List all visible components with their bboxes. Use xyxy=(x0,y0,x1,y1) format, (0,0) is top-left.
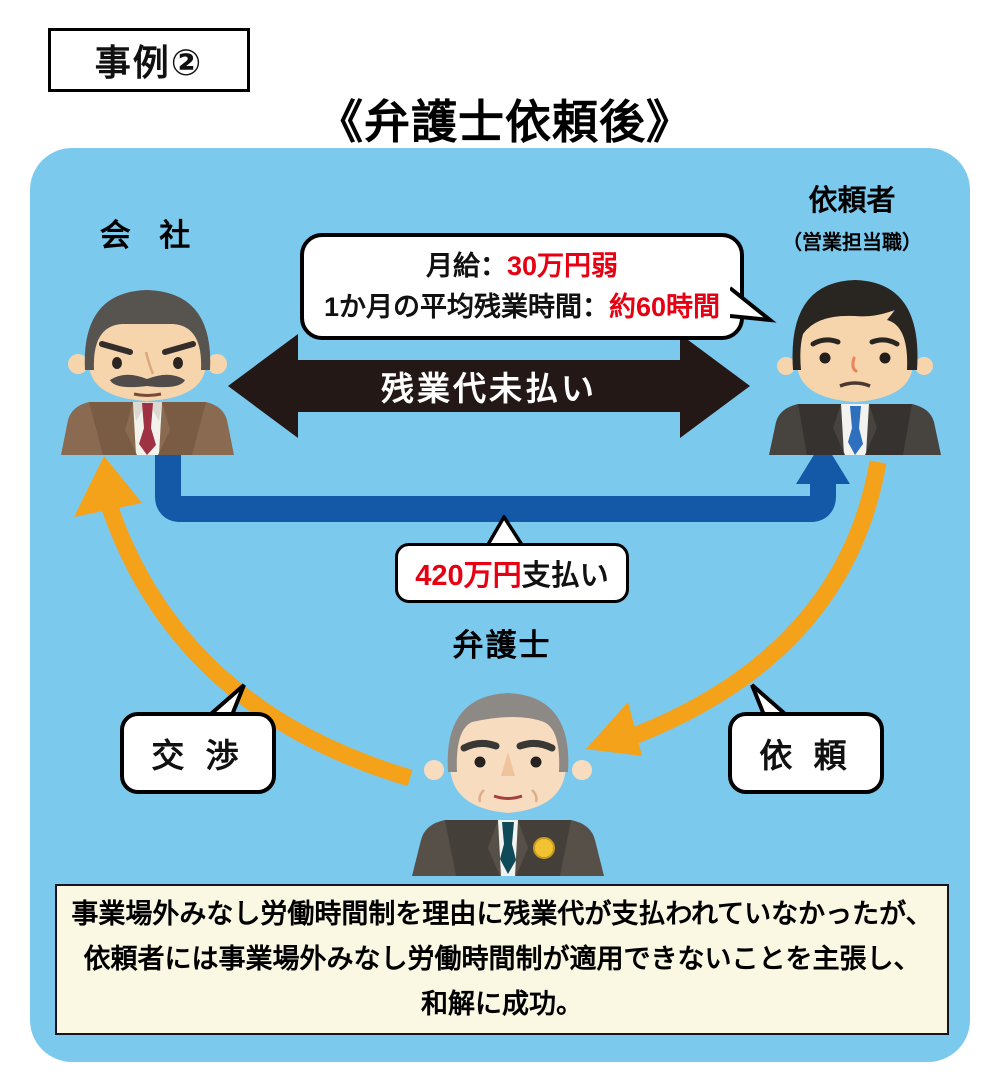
negotiation-arrow xyxy=(74,456,413,787)
flow-arrows-layer xyxy=(74,440,887,787)
request-arrow xyxy=(586,460,887,756)
lawyer-avatar xyxy=(412,693,604,876)
payment-bubble: 420万円支払い xyxy=(395,543,629,603)
salary-value: 30万円弱 xyxy=(506,250,619,281)
negotiation-label: 交 渉 xyxy=(151,737,245,774)
lawyer-badge-icon xyxy=(533,837,555,859)
company-avatar xyxy=(61,290,234,455)
overtime-value: 約60時間 xyxy=(608,291,721,322)
summary-box: 事業場外みなし労働時間制を理由に残業代が支払われていなかったが、 依頼者には事業… xyxy=(55,884,949,1035)
salary-line: 月給：30万円弱 xyxy=(426,246,618,287)
case-number-badge: 事例② xyxy=(48,28,250,92)
overtime-label: 1か月の平均残業時間： xyxy=(323,291,609,322)
summary-line: 和解に成功。 xyxy=(421,989,583,1019)
lawyer-label: 弁護士 xyxy=(452,628,552,663)
negotiation-bubble: 交 渉 xyxy=(120,712,276,794)
company-label: 会 社 xyxy=(99,218,201,253)
overtime-line: 1か月の平均残業時間：約60時間 xyxy=(324,287,720,328)
client-avatar xyxy=(769,280,941,455)
salary-label: 月給： xyxy=(425,250,507,281)
page-title: 《弁護士依頼後》 xyxy=(317,96,693,148)
client-label: 依頼者 xyxy=(808,185,896,217)
salary-info-bubble: 月給：30万円弱 1か月の平均残業時間：約60時間 xyxy=(300,233,744,340)
dispute-arrow-label: 残業代未払い xyxy=(228,334,750,438)
payment-arrow xyxy=(155,440,850,522)
summary-line: 事業場外みなし労働時間制を理由に残業代が支払われていなかったが、 xyxy=(71,899,933,929)
summary-line: 依頼者には事業場外みなし労働時間制が適用できないことを主張し、 xyxy=(83,944,921,974)
client-sublabel: （営業担当職） xyxy=(782,232,922,254)
dispute-arrow xyxy=(228,334,750,438)
dispute-arrow-text: 残業代未払い xyxy=(381,370,597,407)
payment-amount: 420万円 xyxy=(415,560,522,592)
request-bubble: 依 頼 xyxy=(728,712,884,794)
case-number-label: 事例② xyxy=(94,42,204,83)
request-label: 依 頼 xyxy=(759,737,853,774)
payment-suffix: 支払い xyxy=(521,560,609,592)
